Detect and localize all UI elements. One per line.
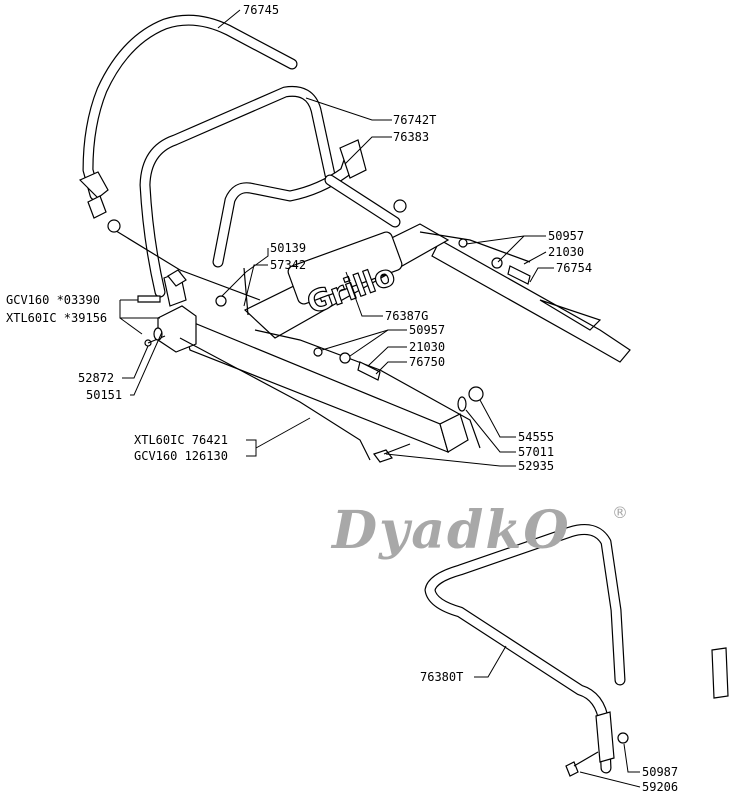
label-gcv160-03390: GCV160 *03390 <box>6 293 100 307</box>
label-59206: 59206 <box>642 780 678 794</box>
label-50151: 50151 <box>86 388 122 402</box>
label-54555: 54555 <box>518 430 554 444</box>
small-hardware <box>137 238 531 463</box>
label-76750: 76750 <box>409 355 445 369</box>
bracket-block <box>157 269 197 353</box>
watermark-registered: ® <box>612 503 628 522</box>
handlebar-76380T <box>424 524 729 777</box>
label-76745: 76745 <box>243 3 279 17</box>
label-57342: 57342 <box>270 258 306 272</box>
leader-lines <box>119 9 641 788</box>
label-gcv160-126130: GCV160 126130 <box>134 449 228 463</box>
label-xtl60ic-76421: XTL60IC 76421 <box>134 433 228 447</box>
label-76383: 76383 <box>393 130 429 144</box>
label-52935: 52935 <box>518 459 554 473</box>
label-xtl60ic-39156: XTL60IC *39156 <box>6 311 107 325</box>
label-76754: 76754 <box>556 261 592 275</box>
part-labels: 76745 76742T 76383 50957 21030 76754 501… <box>6 3 678 794</box>
lower-frame <box>107 174 631 454</box>
handlebar-frame-76742T <box>139 85 336 298</box>
watermark-text: DyadkO <box>330 500 571 561</box>
label-21030-a: 21030 <box>548 245 584 259</box>
handlebar-upper-76745 <box>78 14 298 219</box>
label-76387G: 76387G <box>385 309 428 323</box>
label-21030-b: 21030 <box>409 340 445 354</box>
label-57011: 57011 <box>518 445 554 459</box>
label-50139: 50139 <box>270 241 306 255</box>
label-52872: 52872 <box>78 371 114 385</box>
label-50957-a: 50957 <box>548 229 584 243</box>
label-50987: 50987 <box>642 765 678 779</box>
label-50957-b: 50957 <box>409 323 445 337</box>
label-76742T: 76742T <box>393 113 436 127</box>
label-76380T: 76380T <box>420 670 463 684</box>
